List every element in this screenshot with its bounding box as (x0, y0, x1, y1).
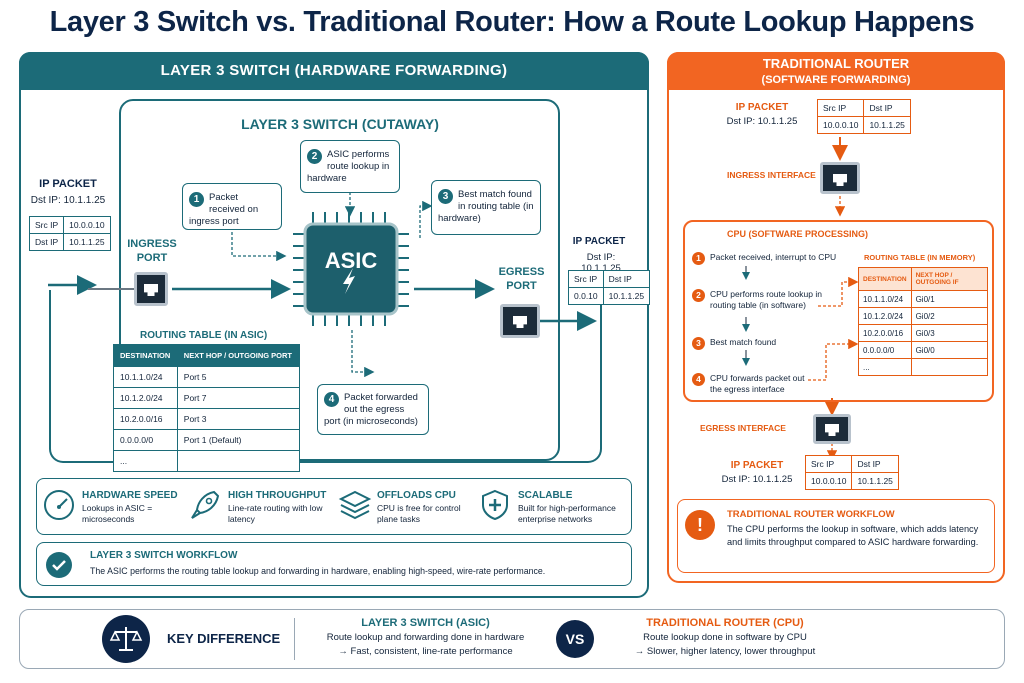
switch-cutaway-frame (119, 99, 560, 461)
warning-icon: ! (685, 510, 715, 540)
egress-port-label: EGRESS PORT (498, 266, 545, 292)
switch-workflow-title: LAYER 3 SWITCH WORKFLOW (90, 550, 238, 561)
router-in-packet-title: IP PACKET (735, 102, 789, 113)
feature-2-title: HIGH THROUGHPUT (228, 490, 327, 501)
scales-icon (102, 615, 150, 663)
router-workflow-text: The CPU performs the lookup in software,… (727, 524, 979, 547)
cutaway-title: LAYER 3 SWITCH (CUTAWAY) (241, 116, 439, 132)
key-difference-strip (19, 609, 1005, 669)
checkmark-icon (46, 552, 72, 578)
router-panel-header: TRADITIONAL ROUTER (SOFTWARE FORWARDING) (667, 52, 1005, 90)
in-packet-title: IP PACKET (39, 178, 97, 190)
speedometer-icon (42, 488, 76, 522)
router-out-packet-title: IP PACKET (730, 460, 784, 471)
asic-table-title: ROUTING TABLE (IN ASIC) (140, 330, 268, 341)
switch-panel-header: LAYER 3 SWITCH (HARDWARE FORWARDING) (19, 52, 649, 90)
router-summary-title: TRADITIONAL ROUTER (CPU) (646, 617, 804, 629)
feature-3-title: OFFLOADS CPU (377, 490, 456, 501)
out-packet-title: IP PACKET (572, 236, 626, 247)
switch-workflow-box (36, 542, 632, 586)
key-difference-label: KEY DIFFERENCE (167, 631, 281, 646)
cpu-box (683, 220, 994, 402)
egress-port-icon (500, 304, 540, 338)
divider (294, 618, 295, 660)
cpu-title: CPU (SOFTWARE PROCESSING) (727, 229, 869, 239)
switch-summary-line1: Route lookup and forwarding done in hard… (326, 632, 525, 643)
vs-badge: VS (556, 620, 594, 658)
step-3-callout: 3 Best match found in routing table (in … (431, 180, 541, 235)
ingress-port-label: INGRESS PORT (127, 238, 177, 264)
page-title: Layer 3 Switch vs. Traditional Router: H… (49, 6, 975, 38)
step-2-callout: 2 ASIC performs route lookup in hardware (300, 140, 400, 193)
router-workflow-title: TRADITIONAL ROUTER WORKFLOW (727, 509, 895, 520)
step-4-number: 4 (324, 392, 339, 407)
in-packet-dst: Dst IP: 10.1.1.25 (30, 195, 106, 206)
asic-chip: ASIC (293, 212, 409, 326)
ingress-interface-label: INGRESS INTERFACE (727, 170, 816, 180)
router-summary-line2: → Slower, higher latency, lower throughp… (634, 646, 816, 657)
feature-3-text: CPU is free for control plane tasks (377, 503, 461, 524)
switch-summary-title: LAYER 3 SWITCH (ASIC) (361, 617, 490, 629)
step-1-text: Packet received on ingress port (189, 192, 259, 227)
feature-1-text: Lookups in ASIC = microseconds (82, 503, 153, 524)
egress-interface-label: EGRESS INTERFACE (700, 423, 786, 433)
step-2-number: 2 (307, 149, 322, 164)
switch-workflow-text: The ASIC performs the routing table look… (90, 566, 546, 576)
feature-4-title: SCALABLE (518, 490, 573, 501)
router-out-packet-dst: Dst IP: 10.1.1.25 (721, 474, 793, 485)
out-packet-dst: Dst IP: 10.1.1.25 (581, 252, 621, 274)
table-row: ... (114, 450, 299, 471)
step-2-text: ASIC performs route lookup in hardware (307, 149, 390, 184)
router-workflow-box (677, 499, 995, 573)
asic-label: ASIC (324, 248, 378, 273)
router-summary-line1: Route lookup done in software by CPU (643, 632, 807, 643)
layers-icon (338, 488, 372, 522)
rocket-icon (188, 488, 222, 522)
ingress-port-icon (134, 272, 168, 306)
switch-summary-line2: → Fast, consistent, line-rate performanc… (338, 646, 513, 657)
router-header-line1: TRADITIONAL ROUTER (762, 56, 910, 71)
asic-pins-icon (293, 212, 409, 326)
table-row: ... (858, 358, 988, 376)
step-3-text: Best match found in routing table (in ha… (438, 189, 534, 224)
step-4-text: Packet forwarded out the egress port (in… (324, 392, 418, 427)
ingress-interface-icon (820, 162, 860, 194)
feature-2-text: Line-rate routing with low latency (228, 503, 323, 524)
egress-interface-icon (813, 414, 851, 444)
switch-base-frame (49, 290, 602, 463)
shield-plus-icon (478, 488, 512, 522)
feature-1-title: HARDWARE SPEED (82, 490, 178, 501)
step-1-callout: 1 Packet received on ingress port (182, 183, 282, 230)
router-in-packet-dst: Dst IP: 10.1.1.25 (726, 116, 798, 127)
feature-4-text: Built for high-performance enterprise ne… (518, 503, 616, 524)
features-strip (36, 478, 632, 535)
step-1-number: 1 (189, 192, 204, 207)
lightning-icon (343, 268, 355, 294)
step-3-number: 3 (438, 189, 453, 204)
step-4-callout: 4 Packet forwarded out the egress port (… (317, 384, 429, 435)
router-header-line2: (SOFTWARE FORWARDING) (761, 74, 911, 86)
memory-table-title: ROUTING TABLE (IN MEMORY) (864, 253, 976, 262)
